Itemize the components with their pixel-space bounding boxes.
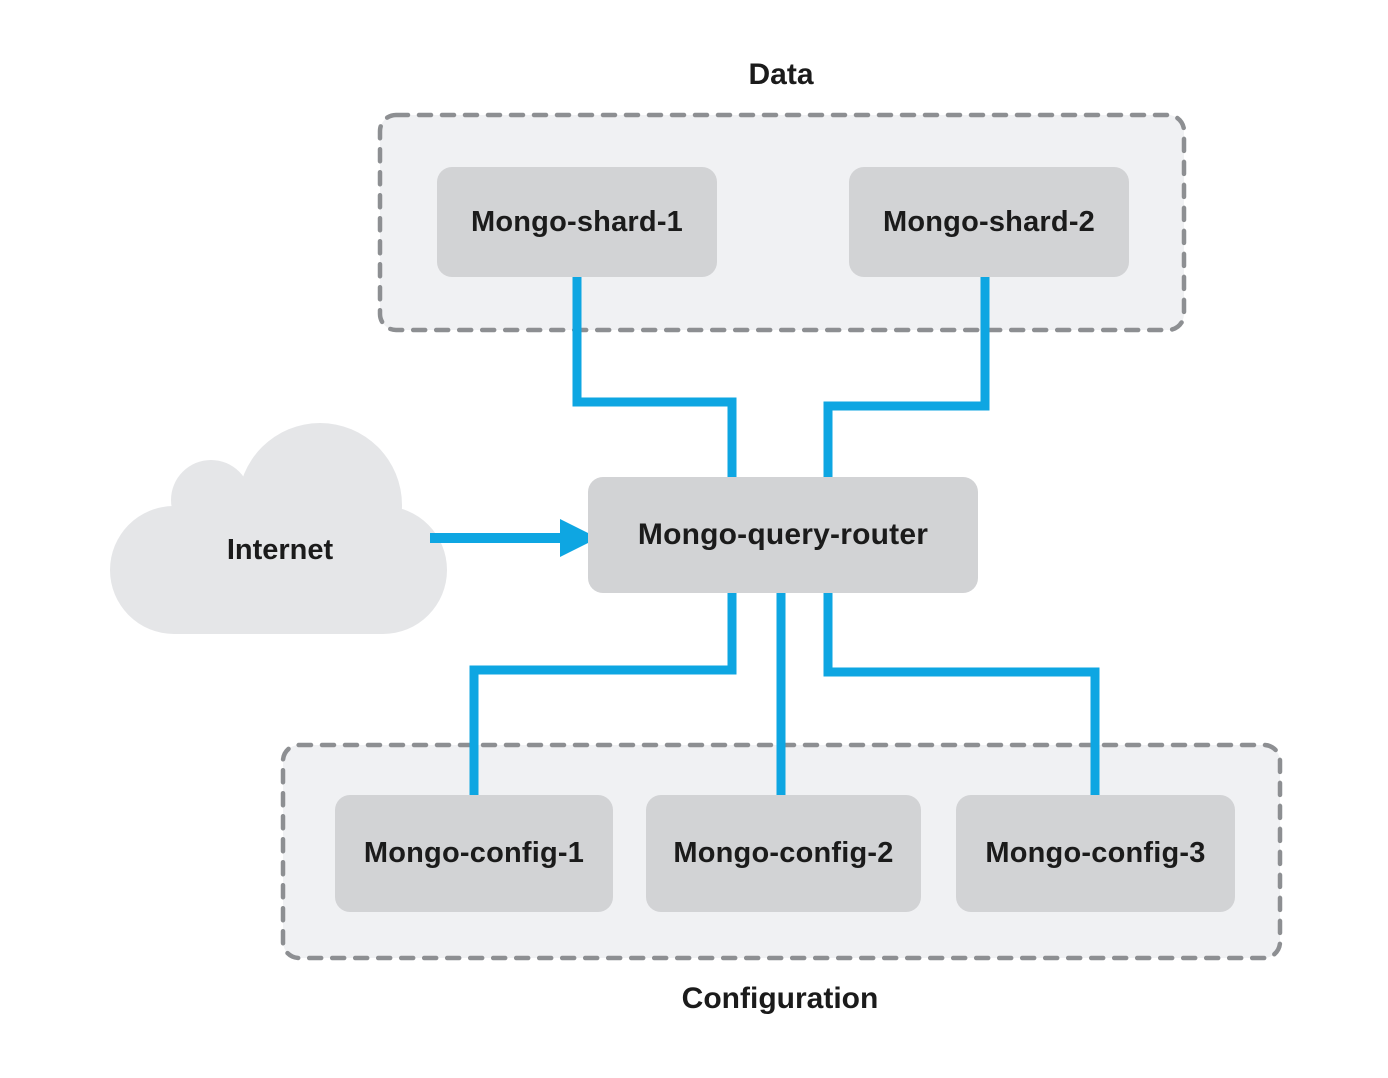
node-mongo-query-router: Mongo-query-router [588, 477, 978, 593]
node-mongo-shard-2: Mongo-shard-2 [849, 167, 1129, 277]
edge-shard1-to-router [572, 270, 737, 480]
node-mongo-config-1: Mongo-config-1 [335, 795, 613, 912]
data-group-label: Data [748, 58, 814, 91]
edge-router-to-config1 [469, 590, 737, 800]
node-mongo-config-3: Mongo-config-3 [956, 795, 1235, 912]
node-mongo-config-2: Mongo-config-2 [646, 795, 921, 912]
internet-to-router-arrow [430, 519, 598, 557]
edge-shard2-to-router [823, 270, 990, 480]
node-mongo-shard-1-label: Mongo-shard-1 [470, 205, 684, 238]
internet-cloud-icon [110, 423, 447, 634]
node-mongo-query-router-label: Mongo-query-router [637, 518, 929, 551]
node-mongo-shard-1: Mongo-shard-1 [437, 167, 717, 277]
arrow-head-icon [560, 519, 598, 557]
node-mongo-config-3-label: Mongo-config-3 [985, 837, 1206, 869]
internet-label: Internet [226, 534, 334, 566]
node-mongo-config-2-label: Mongo-config-2 [673, 837, 894, 869]
node-mongo-config-1-label: Mongo-config-1 [363, 837, 585, 869]
node-mongo-shard-2-label: Mongo-shard-2 [882, 205, 1096, 238]
configuration-group-label: Configuration [681, 982, 879, 1015]
edge-router-to-config3 [823, 590, 1100, 800]
